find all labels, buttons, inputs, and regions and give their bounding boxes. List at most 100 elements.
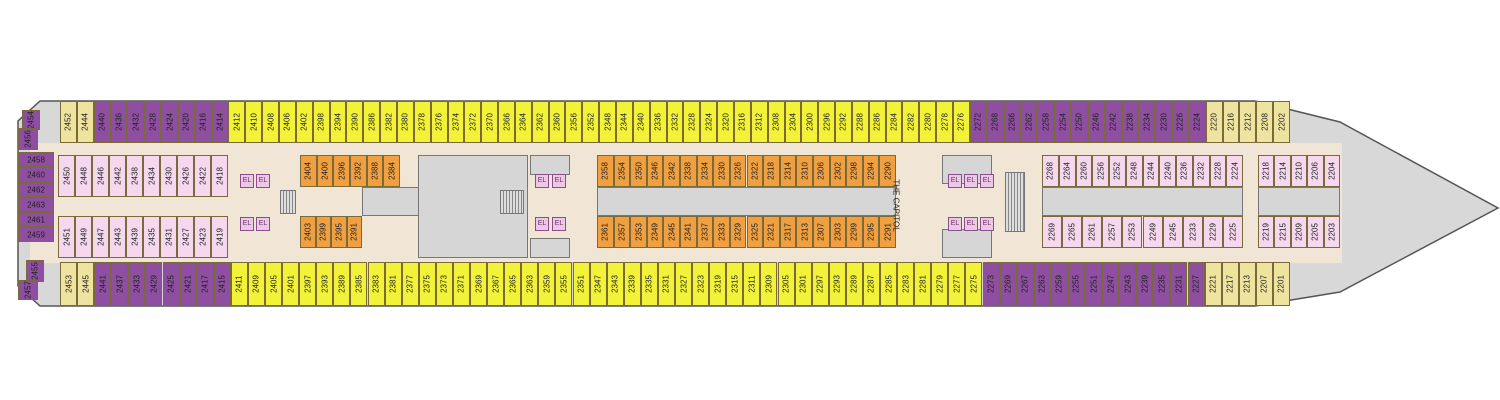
- cabin-2420[interactable]: 2420: [177, 101, 195, 143]
- cabin-2281[interactable]: 2281: [914, 262, 932, 306]
- cabin-2459[interactable]: 2459: [18, 227, 54, 242]
- cabin-2332[interactable]: 2332: [666, 101, 684, 143]
- cabin-2377[interactable]: 2377: [401, 262, 419, 306]
- cabin-2305[interactable]: 2305: [777, 262, 795, 306]
- cabin-2447[interactable]: 2447: [92, 216, 109, 258]
- cabin-2331[interactable]: 2331: [657, 262, 675, 306]
- cabin-2214[interactable]: 2214: [1274, 155, 1291, 187]
- cabin-2266[interactable]: 2266: [1003, 101, 1021, 143]
- cabin-2445[interactable]: 2445: [77, 262, 95, 306]
- cabin-2258[interactable]: 2258: [1037, 101, 1055, 143]
- cabin-2297[interactable]: 2297: [811, 262, 829, 306]
- cabin-2280[interactable]: 2280: [919, 101, 937, 143]
- cabin-2325[interactable]: 2325: [746, 216, 764, 248]
- cabin-2402[interactable]: 2402: [295, 101, 313, 143]
- cabin-2322[interactable]: 2322: [746, 155, 764, 187]
- cabin-2275[interactable]: 2275: [965, 262, 983, 306]
- cabin-2378[interactable]: 2378: [413, 101, 431, 143]
- cabin-2208[interactable]: 2208: [1256, 101, 1274, 143]
- cabin-2374[interactable]: 2374: [447, 101, 465, 143]
- cabin-2309[interactable]: 2309: [760, 262, 778, 306]
- cabin-2265[interactable]: 2265: [1062, 216, 1083, 248]
- cabin-2357[interactable]: 2357: [613, 216, 631, 248]
- cabin-2210[interactable]: 2210: [1290, 155, 1308, 187]
- cabin-2454[interactable]: 2454: [22, 110, 40, 130]
- cabin-2376[interactable]: 2376: [430, 101, 448, 143]
- cabin-2225[interactable]: 2225: [1222, 216, 1243, 248]
- cabin-2425[interactable]: 2425: [162, 262, 180, 306]
- cabin-2260[interactable]: 2260: [1075, 155, 1093, 187]
- cabin-2310[interactable]: 2310: [796, 155, 813, 187]
- cabin-2254[interactable]: 2254: [1054, 101, 1071, 143]
- cabin-2439[interactable]: 2439: [126, 216, 143, 258]
- cabin-2339[interactable]: 2339: [623, 262, 641, 306]
- cabin-2429[interactable]: 2429: [145, 262, 163, 306]
- cabin-2453[interactable]: 2453: [60, 262, 78, 306]
- cabin-2408[interactable]: 2408: [262, 101, 280, 143]
- cabin-2414[interactable]: 2414: [211, 101, 229, 143]
- cabin-2282[interactable]: 2282: [902, 101, 920, 143]
- cabin-2201[interactable]: 2201: [1272, 262, 1290, 306]
- cabin-2358[interactable]: 2358: [597, 155, 614, 187]
- cabin-2319[interactable]: 2319: [709, 262, 727, 306]
- cabin-2350[interactable]: 2350: [630, 155, 647, 187]
- cabin-2304[interactable]: 2304: [784, 101, 802, 143]
- cabin-2273[interactable]: 2273: [982, 262, 1000, 306]
- cabin-2433[interactable]: 2433: [128, 262, 146, 306]
- cabin-2333[interactable]: 2333: [713, 216, 730, 248]
- cabin-2451[interactable]: 2451: [58, 216, 75, 258]
- cabin-2383[interactable]: 2383: [367, 262, 385, 306]
- cabin-2252[interactable]: 2252: [1109, 155, 1126, 187]
- cabin-2288[interactable]: 2288: [851, 101, 869, 143]
- cabin-2203[interactable]: 2203: [1323, 216, 1340, 248]
- cabin-2293[interactable]: 2293: [828, 262, 846, 306]
- cabin-2421[interactable]: 2421: [179, 262, 197, 306]
- cabin-2410[interactable]: 2410: [245, 101, 263, 143]
- cabin-2286[interactable]: 2286: [868, 101, 886, 143]
- cabin-2438[interactable]: 2438: [126, 155, 143, 197]
- cabin-2216[interactable]: 2216: [1222, 101, 1240, 143]
- cabin-2316[interactable]: 2316: [733, 101, 751, 143]
- cabin-2449[interactable]: 2449: [75, 216, 92, 258]
- cabin-2264[interactable]: 2264: [1058, 155, 1076, 187]
- cabin-2384[interactable]: 2384: [383, 155, 400, 187]
- cabin-2347[interactable]: 2347: [589, 262, 607, 306]
- cabin-2382[interactable]: 2382: [380, 101, 397, 143]
- cabin-2313[interactable]: 2313: [796, 216, 813, 248]
- cabin-2306[interactable]: 2306: [812, 155, 830, 187]
- cabin-2231[interactable]: 2231: [1170, 262, 1188, 306]
- cabin-2353[interactable]: 2353: [630, 216, 647, 248]
- cabin-2354[interactable]: 2354: [613, 155, 631, 187]
- cabin-2224[interactable]: 2224: [1188, 101, 1206, 143]
- cabin-2229[interactable]: 2229: [1202, 216, 1223, 248]
- cabin-2243[interactable]: 2243: [1119, 262, 1137, 306]
- cabin-2284[interactable]: 2284: [885, 101, 903, 143]
- cabin-2381[interactable]: 2381: [384, 262, 402, 306]
- cabin-2336[interactable]: 2336: [649, 101, 667, 143]
- cabin-2422[interactable]: 2422: [194, 155, 211, 197]
- cabin-2235[interactable]: 2235: [1153, 262, 1171, 306]
- cabin-2446[interactable]: 2446: [92, 155, 109, 197]
- cabin-2277[interactable]: 2277: [948, 262, 966, 306]
- cabin-2226[interactable]: 2226: [1172, 101, 1189, 143]
- cabin-2390[interactable]: 2390: [346, 101, 364, 143]
- cabin-2337[interactable]: 2337: [696, 216, 714, 248]
- cabin-2411[interactable]: 2411: [230, 262, 248, 306]
- cabin-2269[interactable]: 2269: [1042, 216, 1063, 248]
- cabin-2371[interactable]: 2371: [452, 262, 470, 306]
- cabin-2426[interactable]: 2426: [177, 155, 194, 197]
- cabin-2352[interactable]: 2352: [582, 101, 600, 143]
- cabin-2294[interactable]: 2294: [862, 155, 880, 187]
- cabin-2209[interactable]: 2209: [1290, 216, 1308, 248]
- cabin-2212[interactable]: 2212: [1239, 101, 1257, 143]
- cabin-2261[interactable]: 2261: [1082, 216, 1103, 248]
- cabin-2278[interactable]: 2278: [936, 101, 953, 143]
- cabin-2247[interactable]: 2247: [1102, 262, 1120, 306]
- cabin-2409[interactable]: 2409: [247, 262, 265, 306]
- cabin-2302[interactable]: 2302: [829, 155, 847, 187]
- cabin-2269[interactable]: 2269: [999, 262, 1017, 306]
- cabin-2251[interactable]: 2251: [1085, 262, 1103, 306]
- cabin-2295[interactable]: 2295: [862, 216, 880, 248]
- cabin-2356[interactable]: 2356: [565, 101, 583, 143]
- cabin-2348[interactable]: 2348: [599, 101, 617, 143]
